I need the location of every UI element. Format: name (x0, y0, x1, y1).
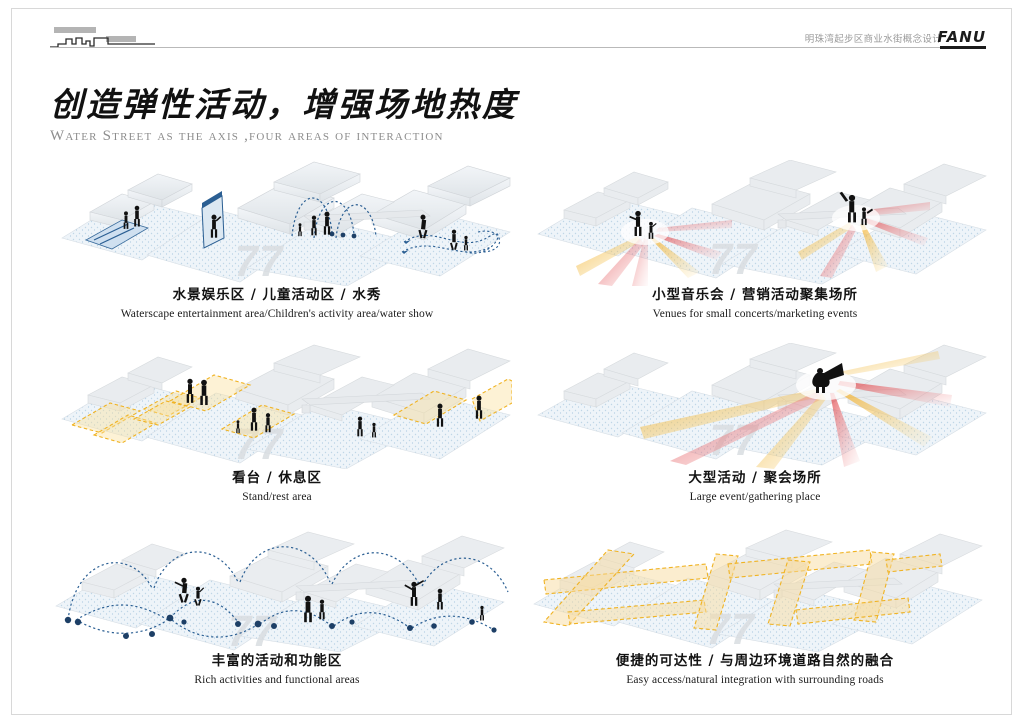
page-title: 创造弹性活动，增强场地热度 (50, 85, 518, 124)
panel-stand-rest: 77 (42, 343, 512, 513)
caption-cn: 小型音乐会 / 营销活动聚集场所 (652, 287, 858, 303)
svg-text:77: 77 (704, 235, 762, 284)
panel-caption: 大型活动 / 聚会场所 Large event/gathering place (520, 469, 990, 505)
caption-cn: 大型活动 / 聚会场所 (688, 470, 822, 486)
logo-bar-lower (106, 36, 136, 42)
brand-logo: FANU (937, 28, 986, 46)
project-title: 明珠湾起步区商业水街概念设计 (804, 34, 942, 45)
panel-large-event: 77 (520, 343, 990, 513)
axonometric-stand-rest-zones-diagram: 77 (42, 343, 512, 469)
panel-caption: 便捷的可达性 / 与周边环境道路自然的融合 Easy access/natura… (520, 652, 990, 688)
svg-text:77: 77 (223, 607, 281, 652)
axonometric-water-show-diagram: 77 (42, 160, 512, 286)
caption-cn: 便捷的可达性 / 与周边环境道路自然的融合 (615, 653, 895, 669)
caption-cn: 丰富的活动和功能区 (211, 653, 343, 669)
axonometric-activity-network-diagram: 77 (42, 526, 512, 652)
slide-header: 明珠湾起步区商业水街概念设计 FANU (0, 0, 1024, 62)
logo-bar-upper (54, 27, 96, 33)
caption-en: Easy access/natural integration with sur… (626, 673, 884, 686)
axonometric-large-event-diagram: 77 (520, 343, 990, 469)
skyline-logo-icon (50, 27, 155, 49)
axonometric-concert-beams-diagram: 77 (520, 160, 990, 286)
diagram-grid: 77 (0, 160, 1024, 705)
caption-en: Venues for small concerts/marketing even… (652, 307, 858, 320)
brand-underline (940, 46, 986, 49)
caption-cn: 看台 / 休息区 (232, 470, 322, 486)
svg-text:77: 77 (230, 237, 288, 286)
panel-waterscape: 77 (42, 160, 512, 330)
page-subtitle: Water Street as the axis ,four areas of … (50, 127, 444, 144)
caption-cn: 水景娱乐区 / 儿童活动区 / 水秀 (172, 287, 382, 303)
caption-en: Large event/gathering place (689, 490, 821, 503)
caption-en: Rich activities and functional areas (194, 673, 360, 686)
panel-caption: 看台 / 休息区 Stand/rest area (42, 469, 512, 505)
panel-small-concerts: 77 (520, 160, 990, 330)
svg-text:77: 77 (230, 420, 288, 469)
panel-easy-access: 77 (520, 526, 990, 696)
axonometric-access-routes-diagram: 77 (520, 526, 990, 652)
caption-en: Stand/rest area (242, 490, 312, 503)
panel-caption: 小型音乐会 / 营销活动聚集场所 Venues for small concer… (520, 286, 990, 322)
panel-rich-activities: 77 (42, 526, 512, 696)
header-divider (50, 47, 984, 48)
panel-caption: 水景娱乐区 / 儿童活动区 / 水秀 Waterscape entertainm… (42, 286, 512, 322)
title-block: 创造弹性活动，增强场地热度 Water Street as the axis ,… (50, 86, 650, 145)
caption-en: Waterscape entertainment area/Children's… (120, 307, 434, 320)
panel-caption: 丰富的活动和功能区 Rich activities and functional… (42, 652, 512, 688)
